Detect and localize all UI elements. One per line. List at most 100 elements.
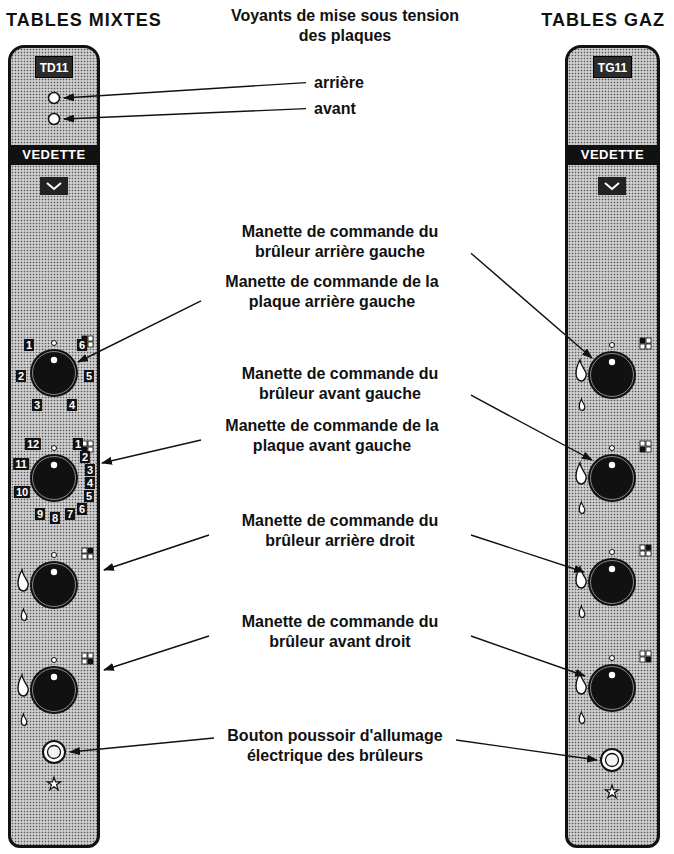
knob-face	[33, 352, 76, 395]
callout-label: Manette de commande du brûleur arrière d…	[215, 511, 465, 551]
dial-number: 5	[84, 490, 94, 502]
callout-label: Manette de commande du brûleur avant gau…	[215, 364, 465, 404]
burner-position-icon	[88, 554, 93, 559]
callout-sublabel: arrière	[312, 73, 366, 92]
callout-label: Manette de commande du brûleur avant dro…	[215, 612, 465, 652]
panel-marking: TD11	[40, 61, 69, 75]
burner-position-icon	[646, 657, 651, 662]
burner-position-icon	[646, 651, 651, 656]
dial-number: 5	[84, 370, 94, 382]
low-flame-symbol	[579, 502, 585, 514]
leader-line	[64, 83, 306, 98]
dial-number: 4	[85, 477, 95, 489]
burner-position-icon	[88, 336, 93, 341]
leader-line	[471, 535, 584, 572]
logo-chevron	[47, 183, 61, 189]
burner-position-icon	[88, 548, 93, 553]
high-flame-symbol	[18, 570, 28, 591]
knob-pointer	[51, 674, 57, 680]
knob-pointer	[609, 566, 615, 572]
knob	[588, 558, 636, 606]
panel-heading: TABLES MIXTES	[6, 10, 162, 31]
dial-number: 2	[16, 370, 26, 382]
leader-line	[70, 738, 214, 752]
dial-number: 11	[13, 458, 29, 470]
burner-position-icon	[646, 338, 651, 343]
dial-number: 8	[50, 512, 60, 524]
ignition-button-cap	[48, 746, 61, 759]
knob	[30, 666, 78, 714]
leader-line	[104, 535, 209, 570]
index-mark	[52, 553, 57, 558]
low-flame-symbol	[579, 399, 585, 411]
index-mark	[610, 446, 615, 451]
logo-chevron	[605, 183, 619, 189]
callout-label: Voyants de mise sous tension des plaques	[220, 6, 470, 46]
index-mark	[610, 656, 615, 661]
burner-position-icon	[82, 554, 87, 559]
burner-position-icon	[640, 344, 645, 349]
knob	[588, 351, 636, 399]
high-flame-symbol	[576, 463, 586, 484]
burner-position-icon	[82, 653, 87, 658]
dial-number: 3	[32, 399, 42, 411]
index-mark	[610, 343, 615, 348]
dial-number: 9	[35, 508, 45, 520]
high-flame-symbol	[18, 675, 28, 696]
knob-pointer	[51, 357, 57, 363]
knob	[30, 349, 78, 397]
logo-plate	[598, 177, 626, 195]
knob-pointer	[609, 359, 615, 365]
knob-pointer	[51, 569, 57, 575]
burner-position-icon	[88, 441, 93, 446]
panel-heading: TABLES GAZ	[541, 10, 665, 31]
dial-number: 2	[80, 451, 90, 463]
index-mark	[52, 341, 57, 346]
leader-line	[78, 301, 201, 362]
leader-line	[471, 395, 592, 460]
burner-position-icon	[640, 441, 645, 446]
spark-symbol	[47, 777, 60, 790]
burner-position-icon	[88, 659, 93, 664]
leader-line	[456, 740, 597, 760]
brand-band: VEDETTE	[568, 145, 657, 165]
knob-pointer	[51, 462, 57, 468]
burner-position-icon	[640, 651, 645, 656]
pilot-light	[49, 114, 60, 125]
ignition-button	[601, 749, 623, 771]
panel-marking: TG11	[598, 61, 627, 75]
panel-marking: VEDETTE	[581, 147, 644, 162]
index-mark	[52, 658, 57, 663]
knob-face	[591, 457, 634, 500]
knob-face	[33, 669, 76, 712]
burner-position-icon	[82, 659, 87, 664]
brand-band: VEDETTE	[11, 145, 97, 165]
low-flame-symbol	[579, 606, 585, 618]
callout-sublabel: avant	[312, 99, 358, 118]
burner-position-icon	[646, 447, 651, 452]
burner-position-icon	[646, 551, 651, 556]
logo-plate	[40, 177, 68, 195]
callout-label: Manette de commande de la plaque avant g…	[207, 416, 457, 456]
burner-position-icon	[88, 342, 93, 347]
burner-position-icon	[646, 545, 651, 550]
dial-number: 6	[77, 503, 87, 515]
ignition-button-cap	[606, 754, 619, 767]
dial-number: 12	[25, 438, 41, 450]
knob	[30, 454, 78, 502]
knob-face	[33, 564, 76, 607]
index-mark	[52, 446, 57, 451]
high-flame-symbol	[576, 360, 586, 381]
callout-label: Manette de commande du brûleur arrière g…	[215, 222, 465, 262]
dial-number: 1	[73, 438, 83, 450]
dial-number: 10	[14, 486, 30, 498]
leader-line	[102, 440, 201, 463]
burner-position-icon	[640, 657, 645, 662]
burner-position-icon	[88, 653, 93, 658]
knob	[588, 454, 636, 502]
leader-line	[471, 636, 585, 676]
low-flame-symbol	[21, 714, 27, 726]
dial-number: 4	[67, 399, 77, 411]
index-mark	[610, 550, 615, 555]
